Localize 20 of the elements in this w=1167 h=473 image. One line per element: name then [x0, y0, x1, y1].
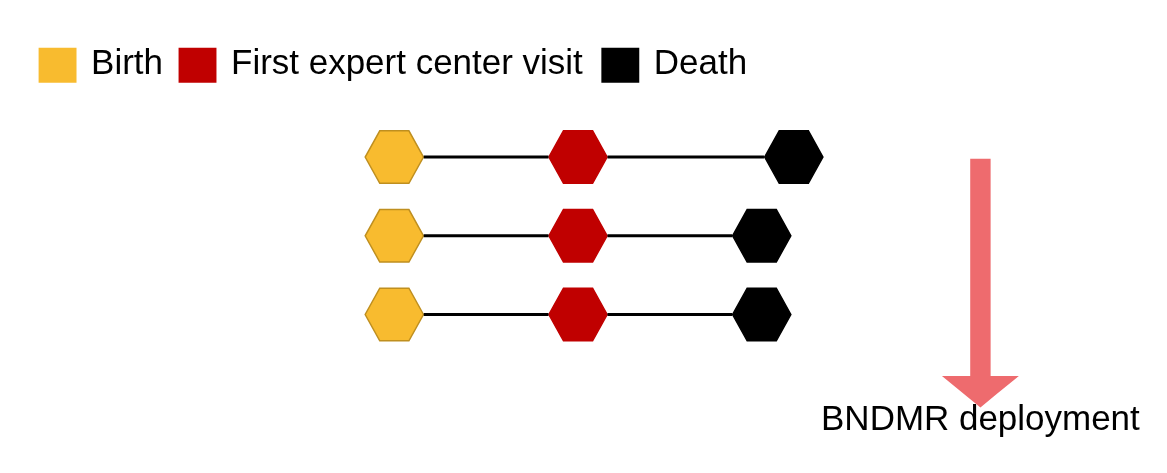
legend-label: Death — [653, 42, 748, 82]
legend-label: Birth — [91, 42, 163, 82]
node-hexagon — [364, 287, 425, 342]
node-hexagon — [731, 287, 792, 342]
node-hexagon — [548, 208, 609, 263]
connector — [423, 234, 549, 238]
arrow — [941, 158, 1019, 408]
node-hexagon — [548, 130, 609, 184]
connector — [607, 313, 733, 316]
legend-label: First expert center visit — [231, 42, 583, 82]
node-text: BNDMR deployment — [821, 397, 1140, 437]
connector — [423, 313, 549, 316]
connector — [607, 155, 764, 159]
node-hexagon — [731, 208, 792, 263]
node-hexagon — [548, 287, 609, 342]
node-hexagon — [763, 130, 824, 184]
connector — [423, 155, 549, 159]
connector — [607, 234, 733, 238]
node-hexagon — [364, 130, 425, 184]
node-hexagon — [364, 208, 425, 263]
